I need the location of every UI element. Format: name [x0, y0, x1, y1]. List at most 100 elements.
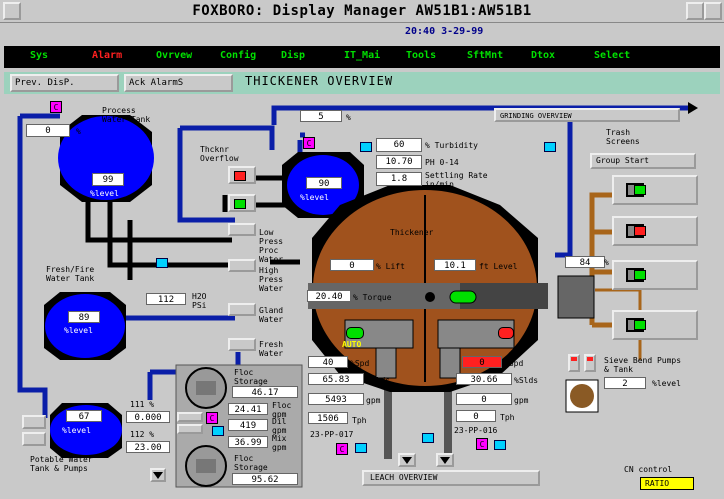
sieve-pump-1[interactable]: [568, 354, 580, 372]
window-menu-button[interactable]: [3, 2, 21, 20]
pwt-pct-value: 0: [26, 124, 70, 137]
ph-unit: PH 0-14: [425, 158, 459, 167]
dil-flow-value: 419: [228, 419, 268, 431]
potable-v1-value: 0.000: [126, 411, 170, 423]
c-floc-icon[interactable]: C: [206, 412, 218, 424]
prev-display-button[interactable]: Prev. DisP.: [10, 74, 119, 92]
pipe-black-highpress: [107, 195, 232, 268]
pump-left-gpm-unit: gpm: [366, 396, 381, 405]
low-press-valve[interactable]: [228, 223, 256, 236]
leach-down-right-button[interactable]: [436, 453, 454, 467]
fresh-fire-level-value: 89: [68, 311, 100, 323]
overflow-top-value: 5: [300, 110, 342, 122]
lift-unit: % Lift: [376, 262, 405, 271]
potable-level-value: 67: [66, 410, 102, 422]
pwt-pct-unit: %: [76, 127, 81, 136]
trend-icon[interactable]: [212, 426, 224, 436]
fresh-water-label: Fresh Water: [259, 340, 284, 358]
sieve-pump-2[interactable]: [584, 354, 596, 372]
menu-disp[interactable]: Disp: [281, 50, 306, 61]
trend-icon[interactable]: [494, 440, 506, 450]
screen-feed-unit: %: [604, 258, 609, 267]
trend-icon[interactable]: [544, 142, 556, 152]
potable-v2-value: 23.00: [126, 441, 170, 453]
floc-storage-1-value: 46.17: [232, 386, 298, 398]
overflow-pump-2[interactable]: [228, 194, 256, 212]
pump-left-name: 23-PP-017: [310, 430, 354, 439]
fresh-water-valve[interactable]: [228, 338, 256, 351]
potable-pump-2[interactable]: [22, 432, 46, 446]
lift-value: 0: [330, 259, 374, 271]
grinding-overview-button[interactable]: GRINDING OVERVIEW: [494, 108, 680, 122]
pipe-pwt-left: [17, 116, 48, 418]
pump-left-slds-value: 65.83: [308, 373, 364, 385]
minimize-button[interactable]: [686, 2, 704, 20]
overflow-pump-1[interactable]: [228, 166, 256, 184]
potable-down-button[interactable]: [150, 468, 166, 482]
pipe-brown-screens: [589, 192, 614, 280]
menu-config[interactable]: Config: [220, 50, 257, 61]
leach-down-left-button[interactable]: [398, 453, 416, 467]
potable-label: Potable Water Tank & Pumps: [30, 455, 93, 473]
floc-pump-1[interactable]: [177, 412, 203, 422]
floc-storage-2-value: 95.62: [232, 473, 298, 485]
leach-overview-button[interactable]: LEACH OVERVIEW: [362, 470, 540, 486]
torque-unit: % Torque: [353, 293, 392, 302]
maximize-button[interactable]: [704, 2, 722, 20]
fresh-fire-level-label: %level: [64, 326, 93, 335]
trash-screen-4[interactable]: [612, 310, 698, 340]
menu-alarm[interactable]: Alarm: [92, 50, 123, 61]
trend-icon[interactable]: [156, 258, 168, 268]
floc-pump-2[interactable]: [177, 424, 203, 434]
potable-level-label: %level: [62, 426, 91, 435]
cn-control-label: CN control: [624, 465, 673, 474]
sieve-level-value: 2: [604, 377, 646, 389]
process-water-tank: [58, 116, 154, 200]
level-unit: ft Level: [479, 262, 518, 271]
rake-status-green: [346, 327, 364, 339]
potable-pump-1[interactable]: [22, 415, 46, 429]
screen-status-green: [634, 270, 646, 280]
menu-ovrvew[interactable]: Ovrvew: [156, 50, 193, 61]
menu-tools[interactable]: Tools: [406, 50, 437, 61]
trend-icon[interactable]: [355, 443, 367, 453]
trash-screen-1[interactable]: [612, 175, 698, 205]
c-overflow-icon[interactable]: C: [303, 137, 315, 149]
trend-icon[interactable]: [422, 433, 434, 443]
group-start-button[interactable]: Group Start: [590, 153, 696, 169]
trend-icon[interactable]: [360, 142, 372, 152]
mix-flow-value: 36.99: [228, 436, 268, 448]
overflow-level-value: 90: [306, 177, 342, 189]
screen-status-red: [634, 226, 646, 236]
pump-status-red: [234, 171, 246, 181]
grinding-arrow-icon: [688, 102, 698, 114]
c-faceplate-icon[interactable]: C: [50, 101, 62, 113]
menu-select[interactable]: Select: [594, 50, 631, 61]
pump-right-slds-unit: %Slds: [514, 376, 539, 385]
turbidity-value: 60: [376, 138, 422, 152]
trash-screen-2[interactable]: [612, 216, 698, 246]
floc-flow-value: 24.41: [228, 403, 268, 415]
high-press-valve[interactable]: [228, 259, 256, 272]
sieve-bend-label: Sieve Bend Pumps & Tank: [604, 356, 682, 374]
pump-right-name: 23-PP-016: [454, 426, 498, 435]
pump-left-slds-unit: %Slds: [366, 376, 391, 385]
trash-screen-3[interactable]: [612, 260, 698, 290]
menu-dtox[interactable]: Dtox: [531, 50, 556, 61]
torque-value: 20.40: [307, 290, 351, 302]
fresh-fire-tank-label: Fresh/Fire Water Tank: [46, 265, 95, 283]
ack-alarms-button[interactable]: Ack AlarmS: [124, 74, 233, 92]
menu-it-mai[interactable]: IT_Mai: [344, 50, 381, 61]
h2o-psi-unit: H2O PSi: [192, 292, 207, 310]
menu-sftmnt[interactable]: SftMnt: [467, 50, 504, 61]
overflow-level-label: %level: [300, 193, 329, 202]
menu-sys[interactable]: Sys: [30, 50, 49, 61]
h2o-psi-value: 112: [146, 293, 186, 305]
potable-v1-top: 111 %: [130, 400, 155, 409]
screen-status-green: [634, 185, 646, 195]
c-pump-left-icon[interactable]: C: [336, 443, 348, 455]
ratio-button[interactable]: RATIO: [640, 477, 694, 490]
gland-water-valve[interactable]: [228, 303, 256, 316]
c-pump-right-icon[interactable]: C: [476, 438, 488, 450]
